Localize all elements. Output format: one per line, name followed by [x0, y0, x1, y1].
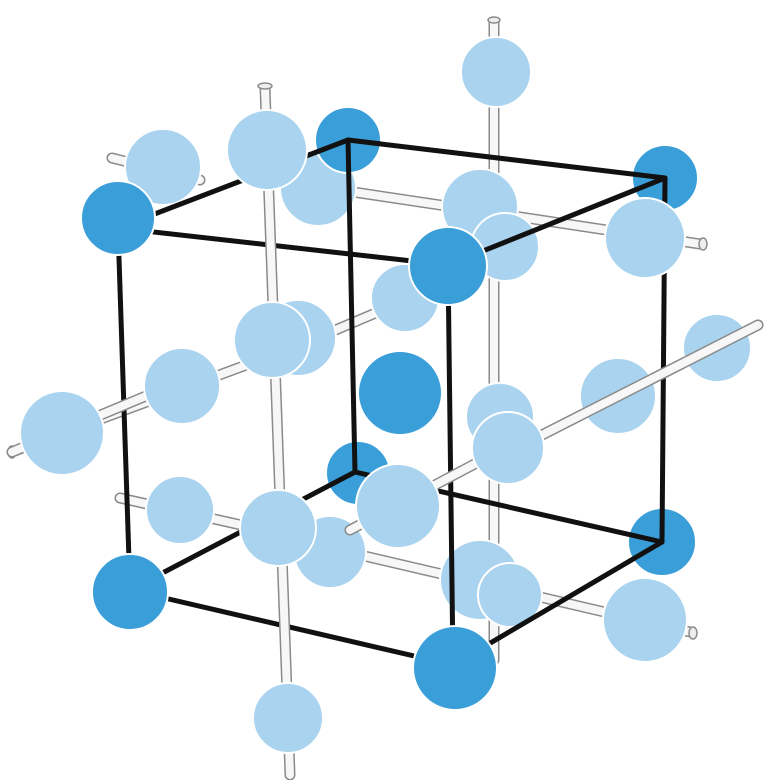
corner-atom — [412, 625, 498, 711]
unit-cell-edge — [115, 137, 351, 231]
rod-end-cap — [688, 626, 698, 640]
rod-end-cap — [698, 237, 708, 251]
corner-atom — [357, 350, 443, 436]
unit-cell-edge — [115, 225, 451, 268]
rod-end-cap — [257, 82, 273, 90]
unit-cell-edge — [445, 262, 456, 668]
lattice-atom — [145, 475, 215, 545]
lattice-atom — [239, 489, 317, 567]
unit-cell-edge — [345, 137, 668, 181]
lattice-atom — [252, 682, 324, 754]
lattice-atom — [477, 562, 543, 628]
rod-end-cap — [487, 16, 501, 24]
lattice-atom — [604, 197, 686, 279]
rod-body — [536, 321, 762, 440]
lattice-atom — [226, 109, 308, 191]
unit-cell-edge — [345, 137, 358, 475]
lattice-rod — [534, 319, 764, 442]
lattice-atom — [355, 463, 441, 549]
lattice-atom — [124, 128, 202, 206]
lattice-atom — [19, 390, 105, 476]
lattice-atom — [471, 411, 545, 485]
corner-atom — [91, 553, 169, 631]
lattice-rod — [259, 82, 296, 780]
lattice-atom — [233, 301, 311, 379]
lattice-atom — [460, 36, 532, 108]
lattice-atom — [602, 577, 688, 663]
corner-atom — [80, 180, 156, 256]
corner-atom — [408, 226, 488, 306]
rod-body — [261, 84, 294, 779]
lattice-atom — [143, 347, 221, 425]
unit-cell-edge — [127, 587, 456, 668]
